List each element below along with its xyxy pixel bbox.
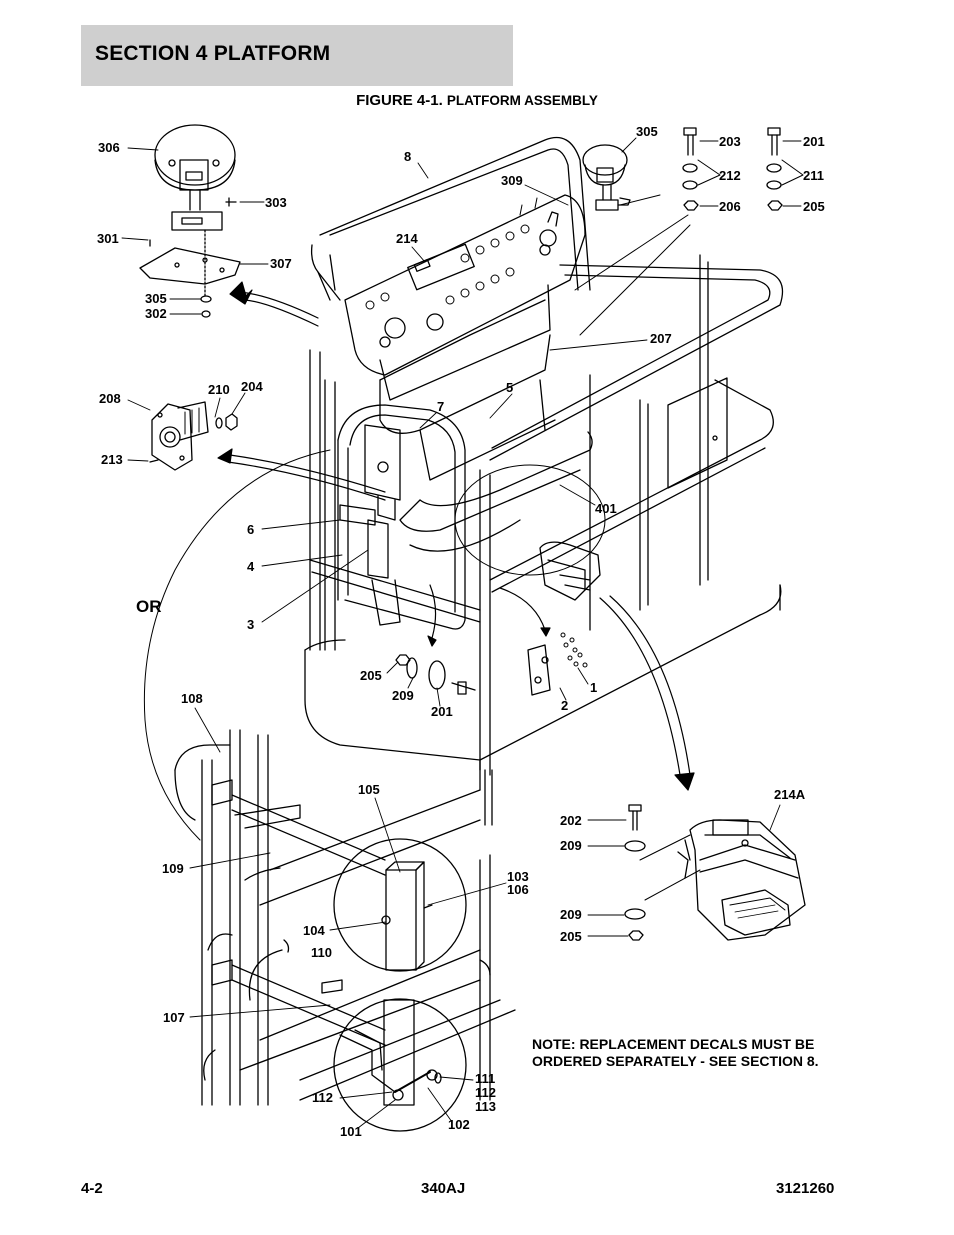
callout-209-lower: 209	[560, 907, 582, 922]
callout-105: 105	[358, 782, 380, 797]
callout-214: 214	[396, 231, 418, 246]
callout-306: 306	[98, 140, 120, 155]
callout-4: 4	[247, 559, 255, 574]
callout-305-top: 305	[636, 124, 658, 139]
callout-111: 111	[475, 1071, 495, 1086]
page-number: 4-2	[81, 1180, 103, 1197]
callout-or: OR	[136, 597, 162, 616]
callout-206: 206	[719, 199, 741, 214]
callout-209-right: 209	[560, 838, 582, 853]
mounting-hardware	[395, 632, 588, 696]
section-title: SECTION 4 PLATFORM	[95, 42, 331, 65]
callout-209-mid: 209	[392, 688, 414, 703]
callout-7: 7	[437, 399, 444, 414]
callout-113: 113	[475, 1099, 496, 1114]
figure-title-main: FIGURE 4-1.	[356, 92, 447, 109]
callout-108: 108	[181, 691, 203, 706]
callout-labels: 306 8 309 305 203 201 212 211 206 205 30…	[97, 124, 825, 1139]
callout-212: 212	[719, 168, 741, 183]
callout-307: 307	[270, 256, 292, 271]
callout-208: 208	[99, 391, 121, 406]
callout-207: 207	[650, 331, 672, 346]
beacon-inset-left	[139, 124, 241, 318]
platform-basket	[304, 254, 784, 826]
callout-arrows	[143, 281, 695, 841]
callout-203: 203	[719, 134, 741, 149]
leader-lines	[121, 137, 802, 1129]
top-rail-and-control-box	[310, 136, 593, 626]
callout-305-left: 305	[145, 291, 167, 306]
callout-107: 107	[163, 1010, 185, 1025]
callout-205-lower: 205	[560, 929, 582, 944]
callout-101: 101	[340, 1124, 362, 1139]
basket-footswitch	[454, 464, 606, 601]
section-header: SECTION 4 PLATFORM	[81, 25, 513, 86]
callout-6: 6	[247, 522, 254, 537]
decal-note-line-1: NOTE: REPLACEMENT DECALS MUST BE	[532, 1036, 815, 1052]
callout-3: 3	[247, 617, 254, 632]
gate-frame	[337, 404, 466, 630]
model-number: 340AJ	[421, 1180, 466, 1197]
callout-202: 202	[560, 813, 582, 828]
callout-303: 303	[265, 195, 287, 210]
callout-2: 2	[561, 698, 568, 713]
callout-106: 106	[507, 882, 529, 897]
decal-note: NOTE: REPLACEMENT DECALS MUST BE ORDERED…	[532, 1036, 852, 1070]
callout-201-top: 201	[803, 134, 825, 149]
callout-205-mid: 205	[360, 668, 382, 683]
decal-note-line-2: ORDERED SEPARATELY - SEE SECTION 8.	[532, 1053, 819, 1069]
fasteners-top-right	[574, 127, 804, 336]
callout-205-top: 205	[803, 199, 825, 214]
gate-linkage-detail	[174, 729, 516, 1132]
callout-8: 8	[404, 149, 411, 164]
callout-201-mid: 201	[431, 704, 453, 719]
callout-103: 103	[507, 869, 529, 884]
document-number: 3121260	[776, 1180, 835, 1197]
callout-109: 109	[162, 861, 184, 876]
callout-5: 5	[506, 380, 513, 395]
receptacle-inset	[149, 401, 238, 471]
callout-102: 102	[448, 1117, 470, 1132]
callout-110: 110	[311, 945, 332, 960]
callout-104: 104	[303, 923, 325, 938]
callout-301: 301	[97, 231, 119, 246]
beacon-inset-right	[582, 144, 631, 211]
callout-204: 204	[241, 379, 263, 394]
callout-1: 1	[590, 680, 597, 695]
callout-401: 401	[595, 501, 617, 516]
callout-112-right: 112	[475, 1085, 496, 1100]
callout-309: 309	[501, 173, 523, 188]
callout-214a: 214A	[774, 787, 806, 802]
callout-210: 210	[208, 382, 230, 397]
figure-title-sub: PLATFORM ASSEMBLY	[446, 93, 598, 108]
figure-title: FIGURE 4-1. PLATFORM ASSEMBLY	[0, 92, 954, 109]
callout-211: 211	[803, 168, 824, 183]
callout-112-left: 112	[312, 1090, 333, 1105]
callout-302: 302	[145, 306, 167, 321]
callout-213: 213	[101, 452, 123, 467]
footswitch-214a	[624, 804, 806, 941]
